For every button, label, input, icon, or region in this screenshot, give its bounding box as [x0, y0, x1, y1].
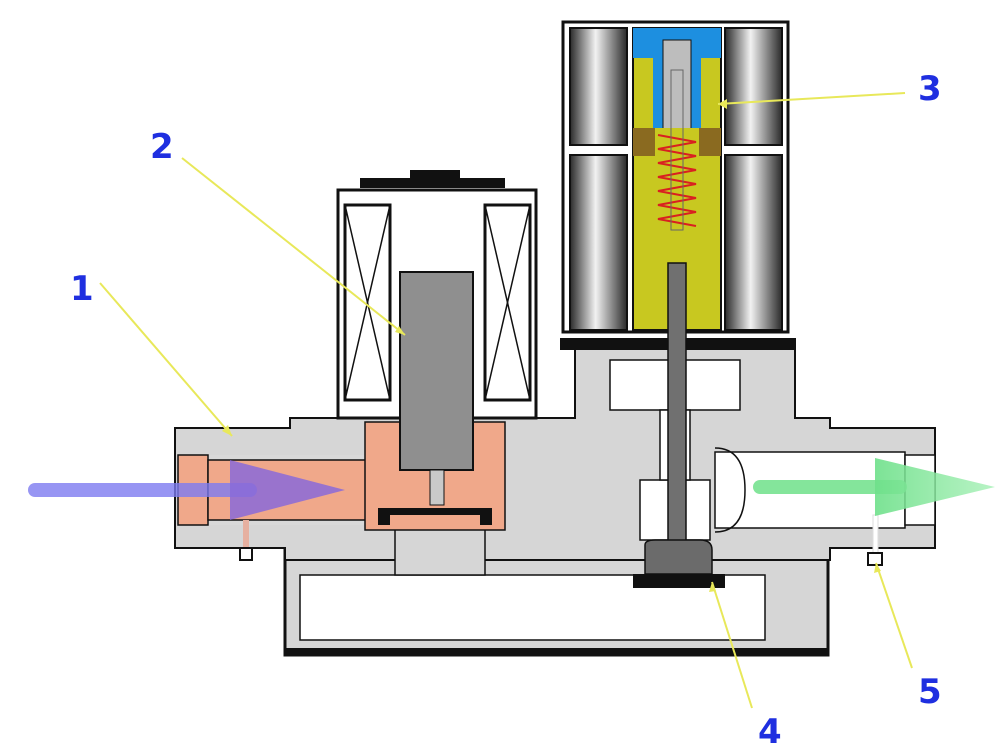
flow-out-arrow-icon: [753, 458, 995, 516]
label-4: 4: [758, 712, 782, 752]
leader-arrowheads: [222, 99, 881, 592]
flow-in-arrow-icon: [28, 460, 345, 520]
label-3: 3: [918, 69, 942, 109]
label-1: 1: [70, 269, 94, 309]
leader-lines: [99, 92, 913, 709]
label-2: 2: [150, 127, 174, 167]
spring: [657, 134, 697, 227]
label-5: 5: [918, 672, 942, 712]
right-solenoid: [560, 20, 796, 588]
left-solenoid: [336, 170, 538, 525]
